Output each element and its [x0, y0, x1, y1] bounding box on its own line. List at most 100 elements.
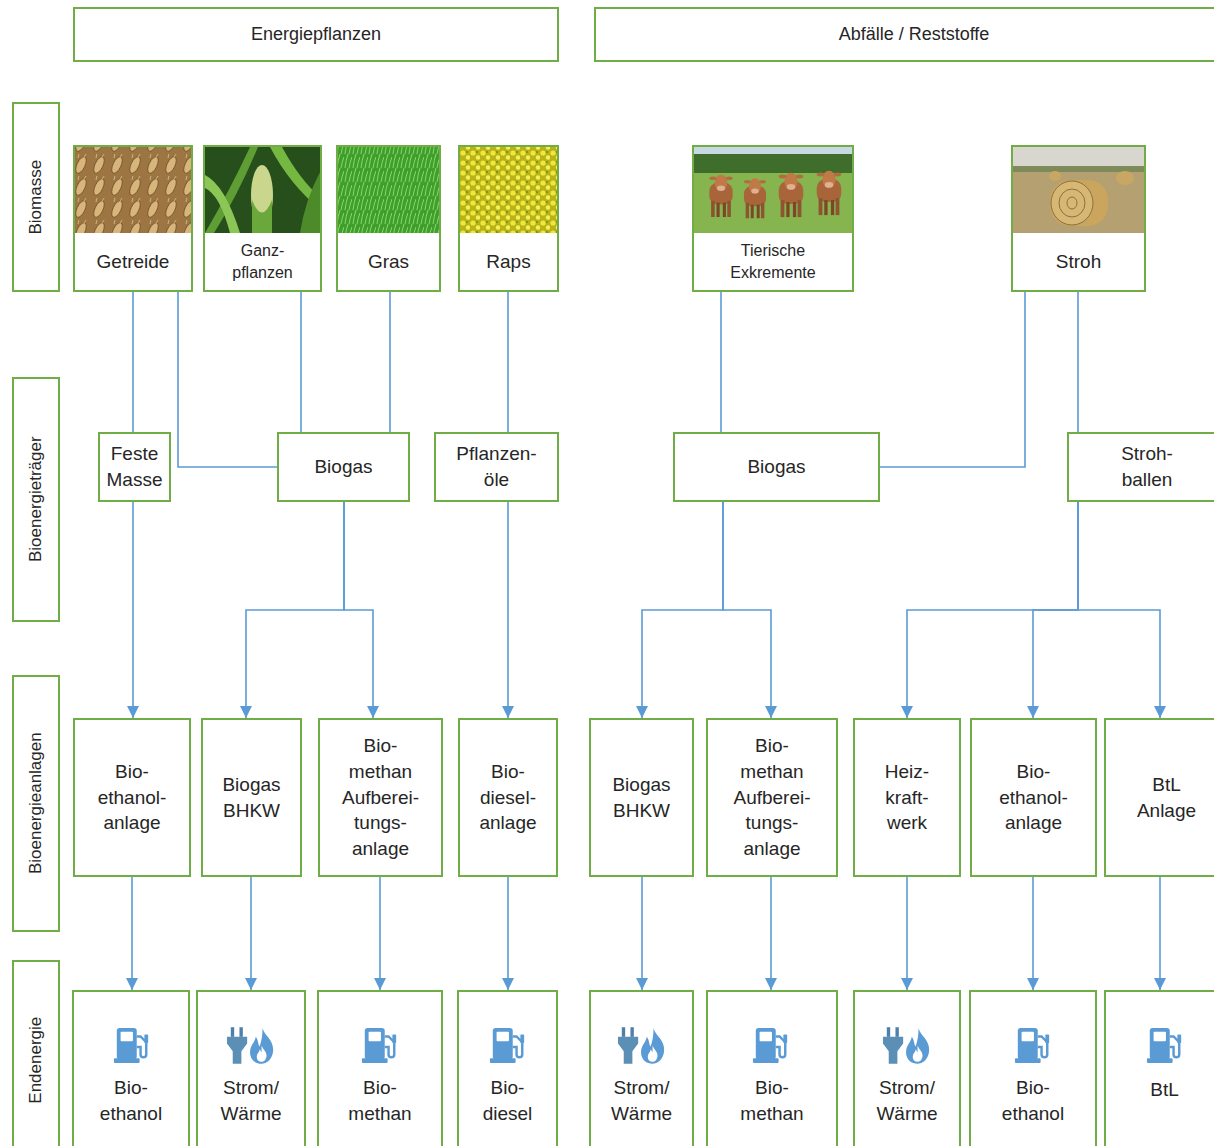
plant-box: Bio- methan Aufberei- tungs- anlage — [706, 718, 838, 877]
box-label: Abfälle / Reststoffe — [839, 22, 990, 46]
carrier-box: Pflanzen- öle — [434, 432, 559, 502]
box-label: Bio- diesel- anlage — [479, 759, 536, 836]
flow-arrow — [907, 502, 1078, 718]
box-label: Bio- ethanol — [1002, 1075, 1064, 1126]
flow-arrow — [250, 877, 252, 990]
energy-box: Bio- diesel — [457, 990, 558, 1146]
row-label: Bioenergieträger — [26, 437, 46, 563]
energy-box: Strom/ Wärme — [853, 990, 961, 1146]
box-label: Biogas — [747, 454, 805, 480]
fuel-pump-icon — [362, 1028, 396, 1063]
grass-photo — [338, 147, 440, 233]
sky — [1013, 147, 1145, 169]
field — [1013, 147, 1145, 233]
corn-photo — [205, 147, 321, 233]
flow-line — [300, 292, 302, 432]
box-label: Energiepflanzen — [251, 22, 381, 46]
power-heat-icon — [618, 1027, 664, 1064]
flow-line — [178, 292, 277, 467]
corn-husk — [252, 200, 272, 233]
plant-box: Bio- methan Aufberei- tungs- anlage — [318, 718, 443, 877]
energy-box: Bio- ethanol — [969, 990, 1097, 1146]
bale-spiral — [1059, 189, 1085, 217]
flow-arrow — [379, 877, 381, 990]
corn-leaf — [205, 147, 258, 233]
flow-line — [1077, 292, 1079, 432]
tree-line — [694, 147, 853, 173]
fuel-pump-icon — [753, 1028, 787, 1063]
carrier-box: Stroh- ballen — [1067, 432, 1214, 502]
plant-box: Biogas BHKW — [589, 718, 694, 877]
box-label: Biogas BHKW — [612, 772, 670, 823]
flow-line — [880, 292, 1025, 467]
row-label: Endenergie — [26, 1017, 46, 1104]
box-label: BtL Anlage — [1137, 772, 1196, 823]
flow-arrow — [246, 502, 344, 718]
straw-photo — [1013, 147, 1145, 233]
corn-leaf — [300, 170, 321, 233]
flow-line — [720, 292, 722, 432]
box-label: Stroh — [1056, 249, 1101, 275]
plant-box: Bio- ethanol- anlage — [970, 718, 1097, 877]
box-label: Stroh- ballen — [1121, 441, 1173, 492]
box-label: Biogas BHKW — [222, 772, 280, 823]
flow-arrow — [642, 502, 723, 718]
far-bale — [1116, 171, 1134, 185]
fuel-pump-icon — [1147, 1028, 1181, 1063]
raps-photo — [460, 147, 558, 233]
box-label: Bio- methan — [740, 1075, 803, 1126]
fuel-pump-icon — [1015, 1028, 1049, 1063]
row-label-box: Biomasse — [12, 102, 60, 292]
far-bale — [1049, 171, 1061, 181]
energy-box: Bio- methan — [317, 990, 443, 1146]
box-label: Bio- ethanol- anlage — [98, 759, 167, 836]
pasture — [694, 147, 853, 233]
box-label: Strom/ Wärme — [876, 1075, 937, 1126]
flow-arrow — [507, 877, 509, 990]
energy-box: Strom/ Wärme — [589, 990, 694, 1146]
fuel-pump-icon — [114, 1028, 148, 1063]
biomass-box: Stroh — [1011, 145, 1146, 292]
box-label: Gras — [368, 249, 409, 275]
flow-arrow — [1078, 502, 1160, 718]
plant-box: Bio- diesel- anlage — [458, 718, 558, 877]
plant-box: Bio- ethanol- anlage — [73, 718, 191, 877]
box-label: BtL — [1150, 1077, 1179, 1103]
biomass-box: Tierische Exkremente — [692, 145, 854, 292]
power-heat-icon — [227, 1027, 273, 1064]
box-label: Strom/ Wärme — [611, 1075, 672, 1126]
carrier-box: Feste Masse — [98, 432, 171, 502]
box-label: Bio- methan — [348, 1075, 411, 1126]
box-label: Ganz- pflanzen — [232, 240, 293, 283]
flow-line — [132, 292, 134, 432]
box-label: Pflanzen- öle — [456, 441, 536, 492]
flow-arrow — [1159, 877, 1161, 990]
energy-box: Bio- ethanol — [72, 990, 190, 1146]
flow-arrow — [132, 502, 134, 718]
flow-arrow — [1033, 502, 1078, 718]
energy-box: BtL — [1104, 990, 1214, 1146]
box-label: Getreide — [97, 249, 170, 275]
wheat-photo — [75, 147, 192, 233]
row-label: Bioenergieanlagen — [26, 733, 46, 875]
biomass-box: Gras — [336, 145, 441, 292]
box-label: Bio- ethanol — [100, 1075, 162, 1126]
category-header: Energiepflanzen — [73, 7, 559, 62]
box-label: Strom/ Wärme — [220, 1075, 281, 1126]
flow-line — [389, 292, 391, 432]
carrier-box: Biogas — [277, 432, 410, 502]
plant-box: BtL Anlage — [1104, 718, 1214, 877]
biomass-box: Getreide — [73, 145, 193, 292]
bale-face — [1051, 181, 1093, 225]
row-label-box: Bioenergieanlagen — [12, 675, 60, 932]
row-label-box: Endenergie — [12, 960, 60, 1146]
box-label: Raps — [486, 249, 530, 275]
straw-bale — [1050, 180, 1108, 226]
box-label: Bio- methan Aufberei- tungs- anlage — [733, 733, 810, 861]
flow-arrow — [344, 502, 373, 718]
sky — [694, 147, 853, 154]
